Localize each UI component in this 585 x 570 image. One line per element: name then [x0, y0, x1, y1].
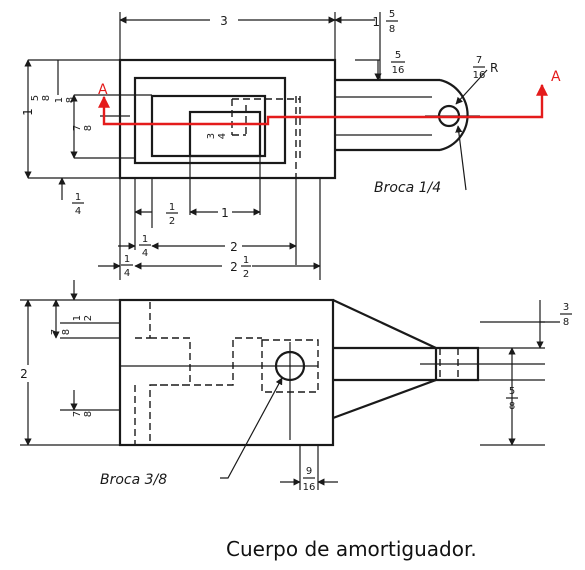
dim-overall-length: 3 — [220, 14, 228, 28]
front-rib-outline — [332, 299, 480, 420]
drill-leader-top — [455, 125, 467, 191]
section-label-right: A — [551, 69, 561, 85]
dim-lug-length-den: 8 — [389, 24, 395, 35]
dim-lug-length-whole: 1 — [372, 15, 380, 29]
dim-slot-den: 8 — [83, 125, 94, 131]
dim-bottom-num: 7 — [72, 411, 83, 417]
dim-top-half-den: 2 — [83, 315, 94, 321]
dim-pocket-den: 4 — [217, 133, 228, 139]
dim-inner-num: 1 — [54, 97, 65, 103]
section-line-a-a: A A — [98, 69, 561, 126]
dim-half-den: 2 — [169, 216, 175, 227]
dim-quarter-den: 4 — [142, 248, 148, 259]
dim-height-den: 8 — [41, 95, 52, 101]
front-extension-lines — [20, 299, 545, 490]
dim-leader — [455, 69, 488, 105]
section-label-left: A — [98, 82, 108, 98]
dim-lug-width-den: 16 — [392, 65, 405, 76]
dim-slot-num: 7 — [72, 125, 83, 131]
front-body-outline — [118, 298, 335, 447]
drawing-caption: Cuerpo de amortiguador. — [226, 537, 477, 561]
dim-radius-num: 7 — [476, 55, 482, 66]
top-view: 3 1 5 8 5 16 7 16 R Broca 1/4 1 5 8 — [21, 9, 498, 280]
dim-bottom-den: 8 — [83, 411, 94, 417]
dim-lug-thick-den: 8 — [563, 317, 569, 328]
dim-radius-suffix: R — [490, 61, 498, 75]
top-lug-outline — [335, 78, 440, 152]
dim-quarter-num: 1 — [142, 234, 148, 245]
dim-lug-height-num: 5 — [509, 386, 515, 397]
dim-two-half-whole: 2 — [230, 260, 238, 274]
top-outer-pocket — [133, 76, 287, 165]
top-middle-pocket — [150, 94, 267, 158]
technical-drawing: 3 1 5 8 5 16 7 16 R Broca 1/4 1 5 8 — [20, 9, 572, 493]
dim-top-78-den: 8 — [61, 329, 72, 335]
cutting-plane-line — [102, 88, 544, 126]
dim-hole-offset-num: 9 — [306, 466, 312, 477]
dim-lug-height-den: 8 — [509, 401, 515, 412]
dim-two-half-num: 1 — [243, 255, 249, 266]
drill-note-front: Broca 3/8 — [100, 472, 167, 488]
dim-one: 1 — [221, 206, 229, 220]
dim-lug-width-num: 5 — [395, 50, 401, 61]
dim-height-whole: 1 — [21, 108, 35, 116]
top-lug-round-end — [439, 78, 469, 152]
top-hidden-lines — [231, 96, 301, 178]
dim-two: 2 — [230, 240, 238, 254]
top-lug-inner-lines — [335, 96, 432, 136]
dim-half-num: 1 — [169, 202, 175, 213]
dim-hole-offset-den: 16 — [303, 482, 316, 493]
dim-height-num: 5 — [30, 95, 41, 101]
dim-edge-num: 1 — [75, 192, 81, 203]
drill-note-top: Broca 1/4 — [374, 180, 441, 196]
dim-top-78-num: 7 — [50, 329, 61, 335]
dim-top-half-num: 1 — [72, 315, 83, 321]
dim-edge-den: 4 — [75, 206, 81, 217]
top-inner-pocket — [188, 110, 262, 158]
top-extension-lines — [28, 12, 381, 280]
top-body-outline — [118, 58, 337, 180]
front-hidden-bore — [261, 339, 319, 393]
dim-two-half-den: 2 — [243, 269, 249, 280]
dim-radius-den: 16 — [473, 70, 486, 81]
dim-quarter2-num: 1 — [124, 254, 130, 265]
dim-pocket-num: 3 — [206, 133, 217, 139]
dim-quarter2-den: 4 — [124, 268, 130, 279]
dim-front-height: 2 — [20, 367, 28, 381]
dim-lug-thick-num: 3 — [563, 302, 569, 313]
dim-lug-length-num: 5 — [389, 9, 395, 20]
drill-leader-front — [220, 377, 283, 479]
front-view: 2 1 2 7 8 7 8 3 8 5 8 9 — [20, 280, 572, 493]
front-hidden-lines — [134, 300, 262, 445]
